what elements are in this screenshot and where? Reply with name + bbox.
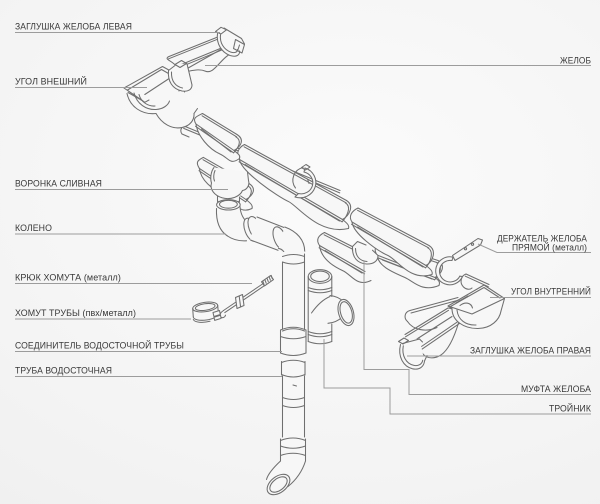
svg-text:ДЕРЖАТЕЛЬ ЖЕЛОБА: ДЕРЖАТЕЛЬ ЖЕЛОБА (497, 234, 587, 245)
svg-text:ТРУБА ВОДОСТОЧНАЯ: ТРУБА ВОДОСТОЧНАЯ (15, 366, 112, 377)
svg-text:УГОЛ ВНУТРЕННИЙ: УГОЛ ВНУТРЕННИЙ (511, 286, 591, 298)
svg-text:ТРОЙНИК: ТРОЙНИК (549, 403, 591, 415)
svg-text:ВОРОНКА СЛИВНАЯ: ВОРОНКА СЛИВНАЯ (15, 179, 102, 190)
svg-text:ПРЯМОЙ (металл): ПРЯМОЙ (металл) (512, 242, 587, 254)
svg-text:УГОЛ ВНЕШНИЙ: УГОЛ ВНЕШНИЙ (15, 76, 87, 88)
svg-text:ЗАГЛУШКА ЖЕЛОБА ПРАВАЯ: ЗАГЛУШКА ЖЕЛОБА ПРАВАЯ (470, 346, 591, 357)
svg-text:ХОМУТ ТРУБЫ (пвх/металл): ХОМУТ ТРУБЫ (пвх/металл) (15, 308, 136, 319)
svg-text:КОЛЕНО: КОЛЕНО (15, 223, 52, 234)
svg-text:ЖЕЛОБ: ЖЕЛОБ (560, 56, 591, 67)
svg-text:ЗАГЛУШКА ЖЕЛОБА ЛЕВАЯ: ЗАГЛУШКА ЖЕЛОБА ЛЕВАЯ (15, 22, 132, 33)
svg-text:МУФТА ЖЕЛОБА: МУФТА ЖЕЛОБА (521, 384, 591, 395)
svg-text:СОЕДИНИТЕЛЬ ВОДОСТОЧНОЙ ТРУБЫ: СОЕДИНИТЕЛЬ ВОДОСТОЧНОЙ ТРУБЫ (15, 340, 184, 352)
svg-text:КРЮК ХОМУТА (металл): КРЮК ХОМУТА (металл) (15, 273, 121, 284)
